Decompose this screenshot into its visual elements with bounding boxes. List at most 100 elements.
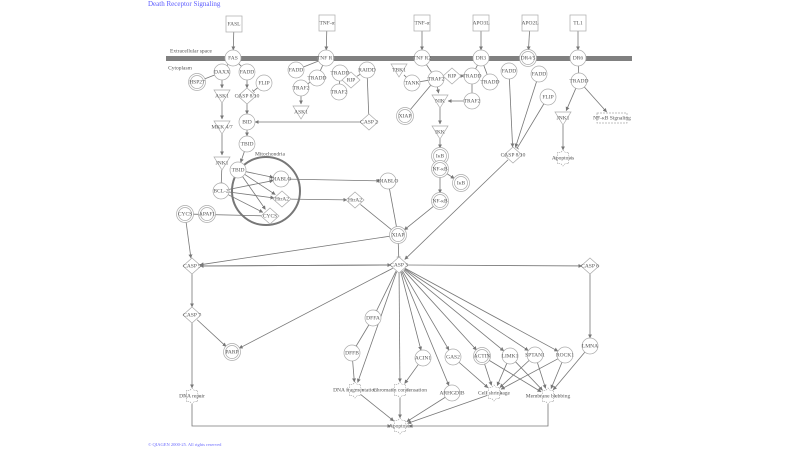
node-traf2c[interactable]: TRAF2 xyxy=(428,70,445,88)
node-casp6[interactable]: CASP 6 xyxy=(580,257,600,275)
node-traf2d[interactable]: TRAF2 xyxy=(464,92,481,110)
node-tank[interactable]: TANK xyxy=(403,74,421,92)
mitochondrion[interactable] xyxy=(231,156,301,226)
node-casp3[interactable]: CASP 3 xyxy=(389,256,409,274)
node-apo2l[interactable]: APO2L xyxy=(521,14,539,32)
node-htra2b[interactable]: HtrA2 xyxy=(345,191,365,209)
node-label: ASK1 xyxy=(294,109,308,115)
protein-circle xyxy=(472,49,490,67)
node-tnfr1[interactable]: TNF R1 xyxy=(317,49,335,67)
protein-circle xyxy=(403,74,421,92)
node-label: TBID xyxy=(232,167,245,173)
node-htra2a[interactable]: HtrA2 xyxy=(272,190,292,208)
node-tradd1[interactable]: TRADD xyxy=(308,69,327,87)
node-diablo1[interactable]: DIABLO xyxy=(271,170,292,188)
node-fasl[interactable]: FASL xyxy=(225,15,243,33)
node-mkk47[interactable]: MKK 4/7 xyxy=(211,120,233,135)
node-fadd1[interactable]: FADD xyxy=(238,63,256,81)
node-dr3[interactable]: DR3 xyxy=(472,49,490,67)
node-ask1a[interactable]: ASK1 xyxy=(213,89,231,104)
node-tradd5[interactable]: TRADD xyxy=(570,72,589,90)
node-tradd3[interactable]: TRADD xyxy=(463,67,482,85)
node-daxx[interactable]: DAXX xyxy=(213,63,231,81)
node-xiap2[interactable]: XIAP xyxy=(396,107,414,125)
node-actin[interactable]: ACTIN xyxy=(473,347,491,365)
node-casp810a[interactable]: CASP 8/10 xyxy=(235,87,260,105)
node-arhgdib[interactable]: ARHGDIB xyxy=(439,384,465,402)
node-dnarepair[interactable]: DNA repair xyxy=(179,387,205,405)
kinase-triangle xyxy=(213,89,231,104)
node-apoptosis2[interactable]: Apoptosis xyxy=(389,417,411,435)
node-tradd2[interactable]: TRADD xyxy=(331,64,350,82)
node-nfkb1[interactable]: NF-κB xyxy=(431,160,449,178)
node-acin1[interactable]: ACIN1 xyxy=(414,349,432,367)
node-hsp27[interactable]: HSP27 xyxy=(188,73,206,91)
node-label: NIK xyxy=(435,98,445,104)
node-tbid2[interactable]: TBID xyxy=(229,161,247,179)
node-tradd4[interactable]: TRADD xyxy=(481,73,500,91)
node-jnk1a[interactable]: JNK1 xyxy=(213,156,231,171)
node-ask1b[interactable]: ASK1 xyxy=(292,105,310,120)
complex-inner-circle xyxy=(190,75,204,89)
node-diablo2[interactable]: DIABLO xyxy=(378,172,399,190)
node-jnk1b[interactable]: JNK1 xyxy=(554,111,572,126)
node-traf2a[interactable]: TRAF2 xyxy=(293,79,310,97)
node-nfkb2[interactable]: NF-κB xyxy=(431,192,449,210)
node-label: FASL xyxy=(227,21,241,27)
node-raidd[interactable]: RAIDD xyxy=(358,61,376,79)
node-rip1[interactable]: RIP xyxy=(341,71,361,89)
node-sptan1[interactable]: SPTAN1 xyxy=(525,346,545,364)
node-rock1[interactable]: ROCK1 xyxy=(556,346,574,364)
node-tnfa2[interactable]: TNF-α xyxy=(413,14,431,32)
node-apo3l[interactable]: APO3L xyxy=(472,14,490,32)
node-apoptosis1[interactable]: Apoptosis xyxy=(552,149,574,167)
node-casp2[interactable]: CASP 2 xyxy=(359,113,379,131)
node-casp9[interactable]: CASP 9 xyxy=(182,257,202,275)
node-limk1[interactable]: LIMK1 xyxy=(502,347,519,365)
node-flip1[interactable]: FLIP xyxy=(255,74,273,92)
node-dr6[interactable]: DR6 xyxy=(569,49,587,67)
node-dffb[interactable]: DFFB xyxy=(343,344,361,362)
node-ikk[interactable]: IKK xyxy=(431,125,449,140)
node-dffa[interactable]: DFFA xyxy=(364,309,382,327)
node-cycs1[interactable]: CYCS xyxy=(260,207,280,225)
node-cellshrink[interactable]: Cell shrinkage xyxy=(478,384,511,402)
node-dr45[interactable]: DR4/5 xyxy=(519,49,537,67)
node-ikb1[interactable]: IκB xyxy=(431,147,449,165)
node-fadd2[interactable]: FADD xyxy=(287,61,305,79)
node-rip2[interactable]: RIP xyxy=(442,67,462,85)
node-ikbp[interactable]: IκB xyxy=(452,174,470,192)
node-fadd4[interactable]: FADD xyxy=(530,65,548,83)
node-tnfr2[interactable]: TNF R2 xyxy=(413,49,431,67)
node-label: JNK1 xyxy=(557,115,570,121)
node-bid[interactable]: BID xyxy=(238,113,256,131)
function-gear-icon xyxy=(485,384,503,402)
node-fas[interactable]: FAS xyxy=(224,49,242,67)
ligand-box xyxy=(225,15,243,33)
node-traf2b[interactable]: TRAF2 xyxy=(331,83,348,101)
node-casp7[interactable]: CASP 7 xyxy=(182,306,202,324)
node-tnfa1[interactable]: TNF-α xyxy=(318,14,336,32)
node-label: XIAP xyxy=(399,113,412,119)
node-tl1[interactable]: TL1 xyxy=(569,14,587,32)
node-label: TRAF2 xyxy=(428,76,445,82)
node-gas2[interactable]: GAS2 xyxy=(444,348,462,366)
node-tbid1[interactable]: TBID xyxy=(238,135,256,153)
node-memblebbing[interactable]: Membrane blebbing xyxy=(526,387,571,405)
node-apaf1[interactable]: APAF1 xyxy=(198,205,216,223)
ligand-box xyxy=(318,14,336,32)
node-lmna[interactable]: LMNA xyxy=(581,337,599,355)
node-bcl2[interactable]: BCL-2 xyxy=(212,182,230,200)
node-tbk1[interactable]: TBK1 xyxy=(390,63,408,78)
node-xiap1[interactable]: XIAP xyxy=(389,226,407,244)
node-chromatin[interactable]: Chromatin condensation xyxy=(373,381,427,399)
node-casp810b[interactable]: CASP 8/10 xyxy=(501,146,526,164)
node-parp[interactable]: PARP xyxy=(223,343,241,361)
node-fadd3[interactable]: FADD xyxy=(500,62,518,80)
node-dnafrag[interactable]: DNA fragmentation xyxy=(333,381,377,399)
node-nfkbsig[interactable]: NF-κB Signaling xyxy=(593,112,631,124)
node-cycs2[interactable]: CYCS xyxy=(176,205,194,223)
node-nik[interactable]: NIK xyxy=(431,94,449,109)
node-label: HSP27 xyxy=(189,79,205,85)
node-flip2[interactable]: FLIP xyxy=(539,88,557,106)
